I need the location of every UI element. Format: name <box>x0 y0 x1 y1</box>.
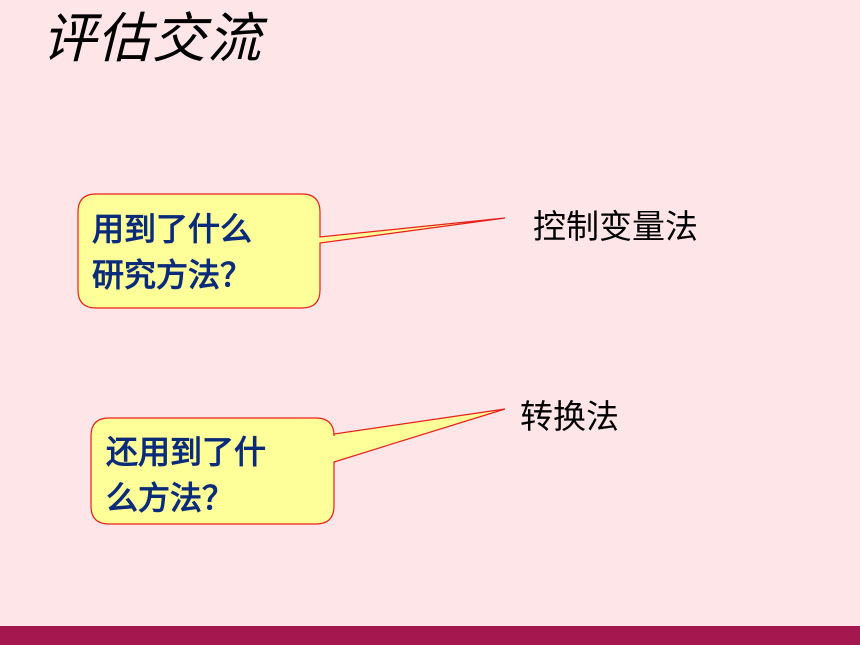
callout-question-1: 用到了什么 研究方法？ <box>92 206 252 298</box>
answer-1: 控制变量法 <box>533 207 698 246</box>
callout-bubble-2 <box>90 408 506 525</box>
answer-2: 转换法 <box>520 397 619 436</box>
callout-question-1-line-1: 用到了什么 <box>92 210 253 248</box>
callout-bubble-1 <box>77 193 506 309</box>
callout-question-2-line-2: 么方法？ <box>106 479 235 517</box>
footer-bar <box>0 626 860 645</box>
callout-question-2: 还用到了什 么方法？ <box>106 429 266 521</box>
callout-question-1-line-2: 研究方法？ <box>92 256 253 294</box>
callout-question-2-line-1: 还用到了什 <box>106 433 267 471</box>
slide-title: 评估交流 <box>42 7 262 70</box>
